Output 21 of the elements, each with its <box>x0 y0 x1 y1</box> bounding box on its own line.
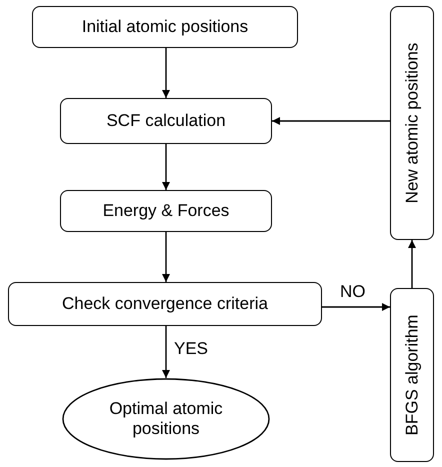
arrow <box>162 232 170 282</box>
node-label: Check convergence criteria <box>62 294 268 314</box>
process-box <box>390 6 434 240</box>
arrow <box>162 326 170 378</box>
process-box <box>32 6 298 48</box>
node-label: Energy & Forces <box>102 200 230 222</box>
node-label: SCF calculation <box>106 110 226 132</box>
node-label: Initial atomic positions <box>82 16 248 38</box>
terminal-ellipse <box>62 378 270 460</box>
node-label: BFGS algorithm <box>402 314 422 436</box>
process-box <box>390 288 434 462</box>
node-label: New atomic positions <box>402 42 422 204</box>
process-box <box>60 98 272 144</box>
arrow <box>162 144 170 190</box>
node-label: Optimal atomic positions <box>108 398 224 440</box>
arrow <box>162 48 170 98</box>
process-box <box>60 190 272 232</box>
arrow <box>272 117 390 125</box>
arrow <box>322 303 390 311</box>
process-box <box>8 282 322 326</box>
arrow <box>408 240 416 288</box>
